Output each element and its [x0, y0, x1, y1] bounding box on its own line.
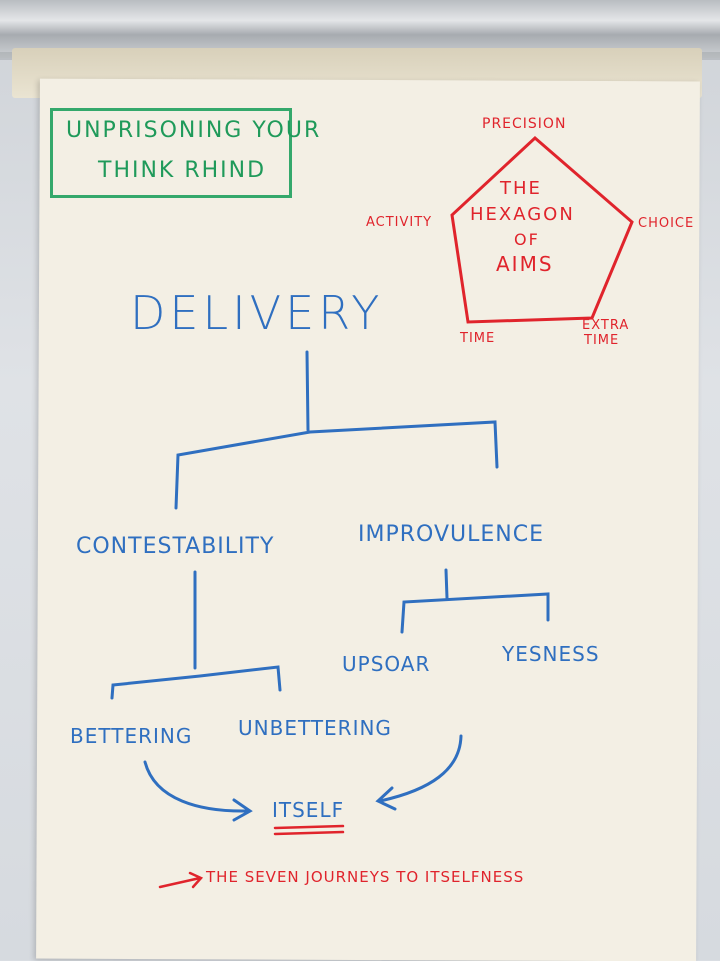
title-line-2: THINK RHIND: [98, 158, 267, 183]
unbettering-arrow: [375, 734, 463, 811]
hexagon-label-precision: PRECISION: [482, 116, 567, 132]
hexagon-label-extra: EXTRA: [582, 318, 630, 333]
hexagon-shape: [450, 135, 634, 324]
hexagon-label-choice: CHOICE: [638, 216, 695, 231]
contestability-connector: [110, 570, 282, 700]
hexagon-center-hexagon: HEXAGON: [470, 204, 575, 225]
delivery-connector: [174, 350, 499, 510]
tree-root-delivery: DELIVERY: [130, 286, 384, 340]
footer-arrow-icon: [158, 871, 204, 889]
hexagon-center-aims: AIMS: [496, 252, 554, 276]
tree-node-improvulence: IMPROVULENCE: [358, 522, 544, 547]
bettering-arrow: [143, 760, 253, 822]
tree-node-itself: ITSELF: [272, 798, 345, 822]
hexagon-label-activity: ACTIVITY: [366, 215, 433, 230]
tree-node-bettering: BETTERING: [70, 724, 193, 748]
footer-text: THE SEVEN JOURNEYS TO ITSELFNESS: [206, 868, 525, 886]
hexagon-label-time: TIME: [460, 331, 496, 346]
hexagon-center-of: OF: [514, 230, 540, 249]
tree-node-yesness: YESNESS: [502, 642, 600, 666]
itself-underline: [273, 824, 345, 836]
title-box: [50, 108, 292, 198]
title-line-1: UNPRISONING YOUR: [66, 118, 322, 143]
hexagon-label-extra-time: TIME: [584, 333, 620, 348]
tree-node-contestability: CONTESTABILITY: [76, 534, 275, 559]
hexagon-center-the: THE: [500, 178, 542, 199]
tree-node-upsoar: UPSOAR: [342, 652, 431, 676]
improvulence-connector: [400, 568, 550, 634]
tree-node-unbettering: UNBETTERING: [238, 716, 392, 740]
